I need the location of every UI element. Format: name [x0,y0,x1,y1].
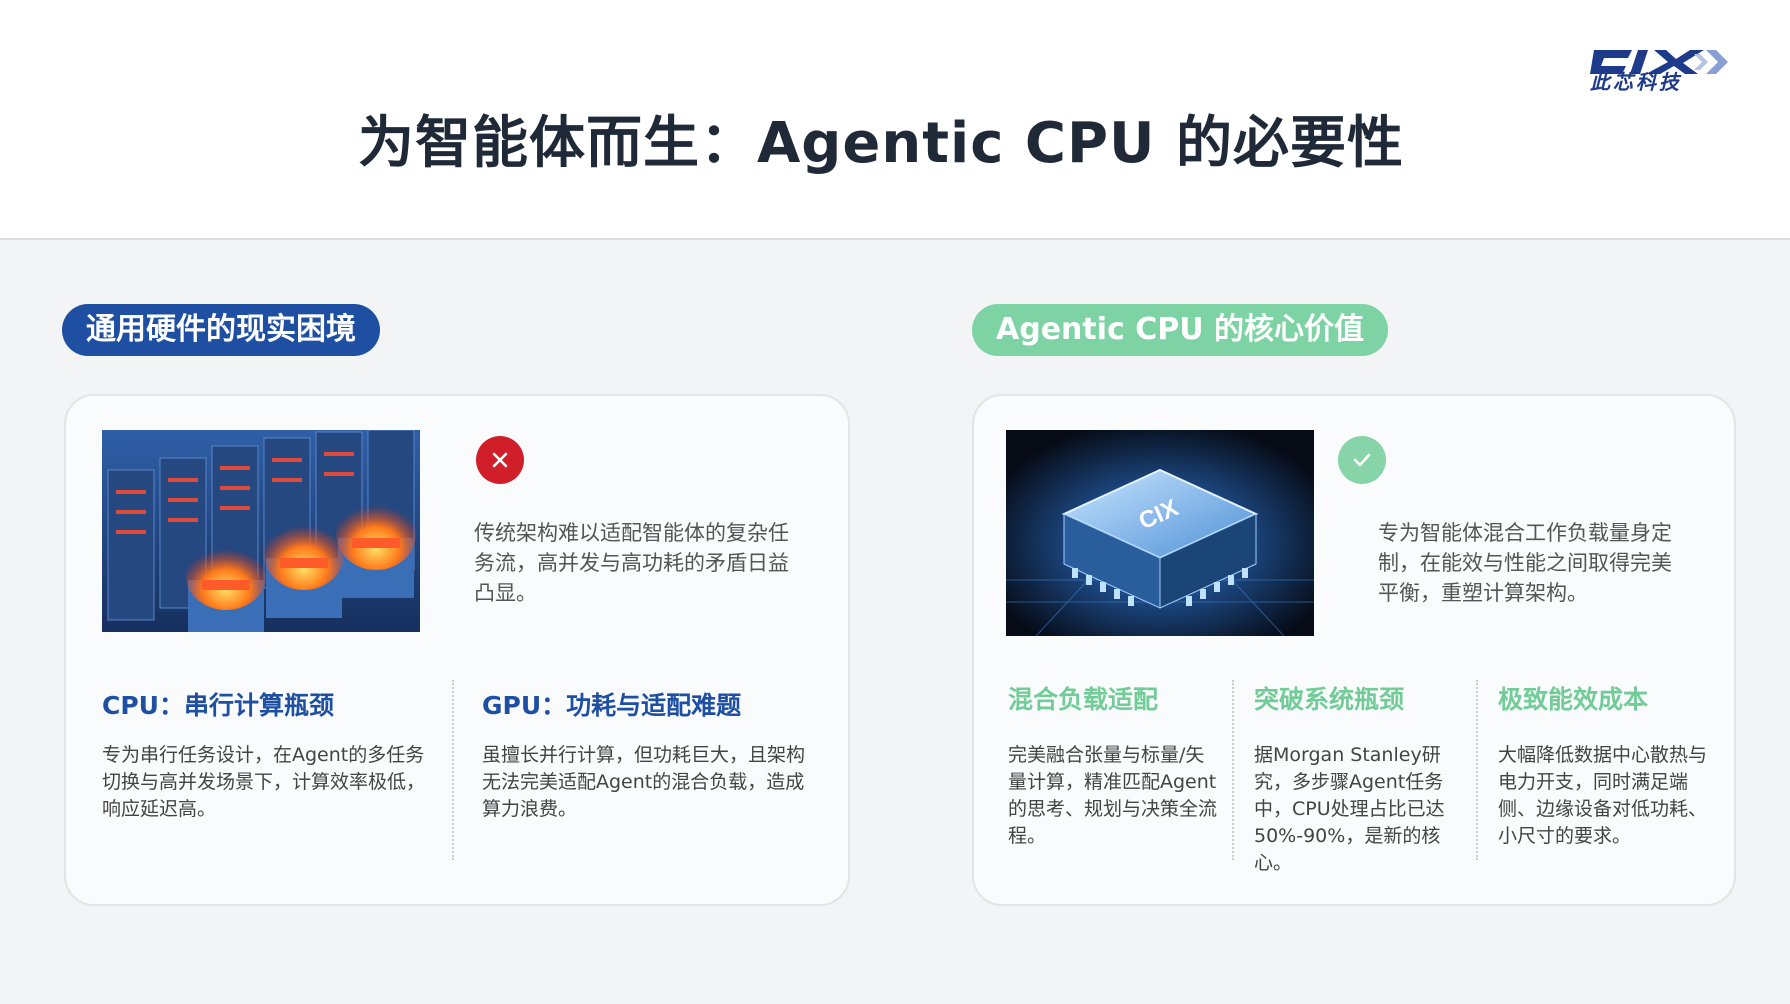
hybrid-load-text: 完美融合张量与标量/矢量计算，精准匹配Agent的思考、规划与决策全流程。 [1008,744,1218,847]
page-title: 为智能体而生：Agentic CPU 的必要性 [357,111,1405,176]
value-description: 专为智能体混合工作负载量身定制，在能效与性能之间取得完美平衡，重塑计算架构。 [1378,521,1672,605]
header-band [0,0,1790,240]
dilemma-description: 传统架构难以适配智能体的复杂任务流，高并发与高功耗的矛盾日益凸显。 [474,521,789,605]
column-divider [1232,680,1234,860]
check-icon [1338,436,1386,484]
hardware-dilemma-card: 传统架构难以适配智能体的复杂任务流，高并发与高功耗的矛盾日益凸显。 CPU：串行… [64,394,850,906]
cpu-bottleneck-title: CPU：串行计算瓶颈 [102,691,334,720]
cross-icon [476,436,524,484]
logo-text: 此芯科技 [1590,70,1682,94]
section-pill-right: Agentic CPU 的核心价值 [972,304,1389,356]
hybrid-load-title: 混合负载适配 [1008,685,1159,714]
break-bottleneck-text: 据Morgan Stanley研究，多步骤Agent任务中，CPU处理占比已达5… [1254,744,1445,874]
section-pill-left: 通用硬件的现实困境 [62,304,380,356]
gpu-challenge-text: 虽擅长并行计算，但功耗巨大，且架构无法完美适配Agent的混合负载，造成算力浪费… [482,744,806,820]
column-divider [1476,680,1478,860]
gpu-challenge-title: GPU：功耗与适配难题 [482,691,742,720]
cpu-bottleneck-text: 专为串行任务设计，在Agent的多任务切换与高并发场景下，计算效率极低，响应延迟… [102,744,426,820]
column-divider [452,680,454,860]
efficiency-cost-text: 大幅降低数据中心散热与电力开支，同时满足端侧、边缘设备对低功耗、小尺寸的要求。 [1498,744,1708,847]
break-bottleneck-title: 突破系统瓶颈 [1254,685,1405,714]
agentic-value-card: CIX 专为智能体混合工作负载量身定制，在能效与性能之间取得完美平衡，重塑计算架… [972,394,1736,906]
server-rack-fire-image [102,430,420,632]
cix-logo-icon [1590,50,1728,74]
chip-image: CIX [1006,430,1314,636]
efficiency-cost-title: 极致能效成本 [1498,685,1649,714]
